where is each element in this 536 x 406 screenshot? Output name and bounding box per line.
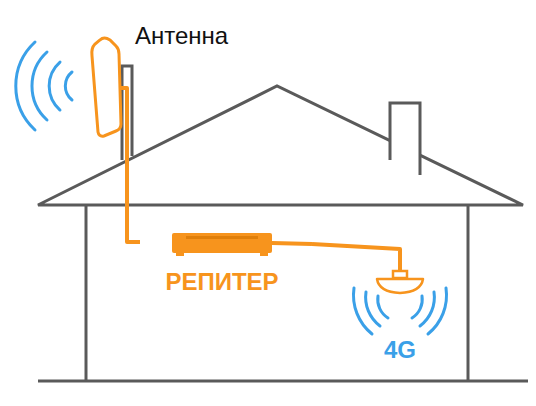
repeater-stripe: [186, 236, 258, 239]
antenna-panel: [92, 38, 121, 136]
repeater: РЕПИТЕР: [140, 228, 312, 304]
wave: [412, 296, 422, 318]
wave: [353, 288, 372, 334]
wave: [65, 72, 72, 100]
wave: [16, 42, 35, 130]
node-label: 4G: [384, 336, 416, 364]
antenna-mount: [393, 271, 407, 278]
chimney: [390, 103, 420, 175]
cable-connector: [127, 140, 140, 242]
outdoor-antenna: Антенна: [86, 18, 276, 140]
wave: [378, 296, 388, 318]
node-label: РЕПИТЕР: [165, 268, 278, 296]
node-label: Антенна: [135, 22, 228, 50]
repeater-foot: [176, 253, 184, 256]
ground-line: [38, 380, 528, 383]
repeater-foot: [260, 253, 268, 256]
wave: [428, 288, 447, 334]
cable-segment: [272, 243, 312, 244]
cable: [117, 88, 400, 272]
indoor-signal-waves: [353, 288, 446, 334]
indoor-antenna: 4G: [345, 260, 455, 368]
wave: [49, 62, 60, 110]
right-wall: [467, 205, 470, 381]
wave: [32, 52, 47, 120]
wave: [366, 292, 380, 326]
cable-connector: [312, 244, 400, 260]
repeater-box: [172, 233, 272, 253]
antenna-dome: [377, 279, 423, 293]
left-wall: [85, 205, 88, 381]
wave: [420, 292, 434, 326]
outdoor-signal-waves: [16, 42, 72, 130]
